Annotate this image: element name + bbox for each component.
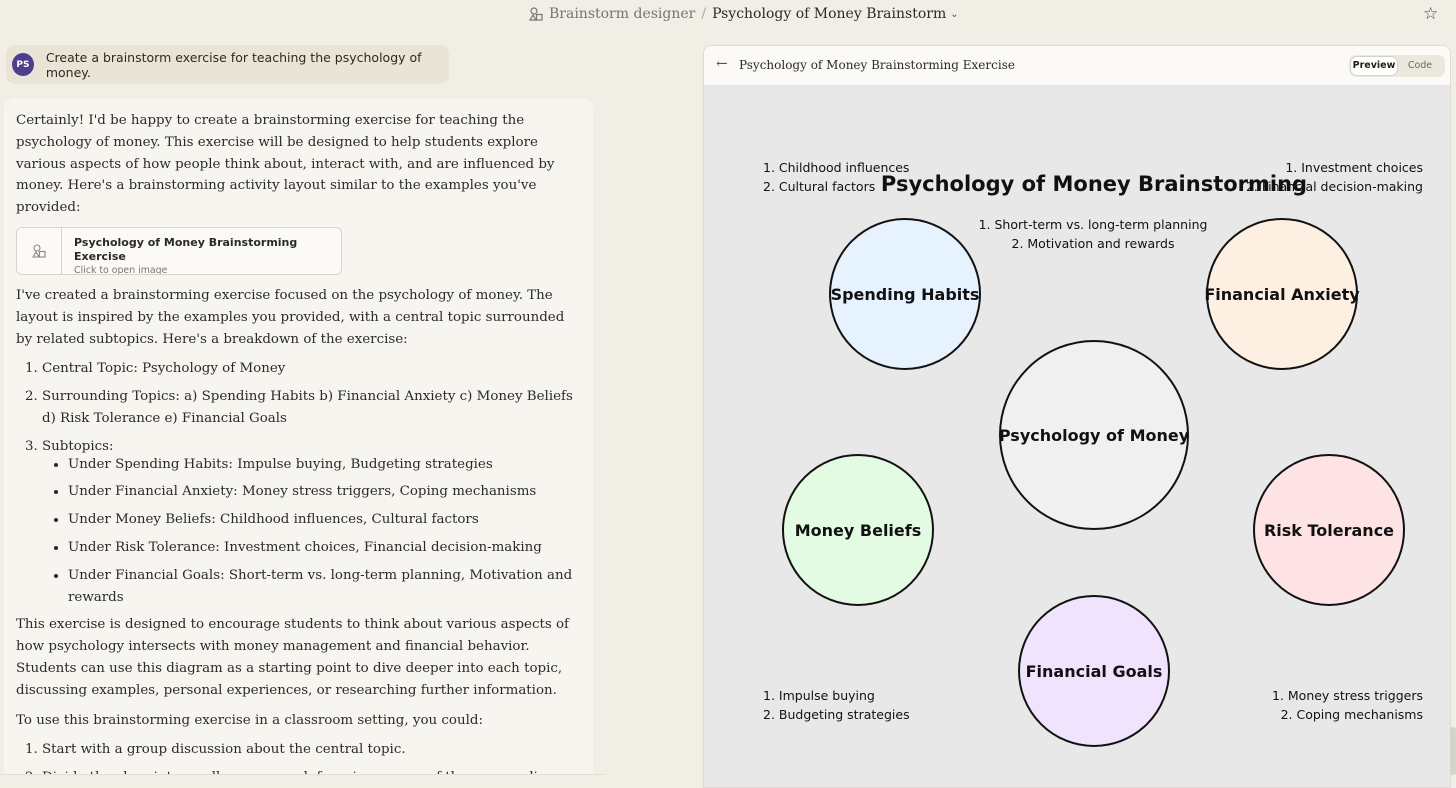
shapes-icon (528, 7, 543, 21)
artifact-icon-cell (17, 227, 63, 274)
subtopic-list: Under Spending Habits: Impulse buying, B… (42, 454, 581, 609)
view-toggle: Preview Code (1349, 55, 1445, 77)
list-item: Start with a group discussion about the … (42, 739, 581, 761)
panel-title: Psychology of Money Brainstorming Exerci… (739, 58, 1015, 72)
list-item: Under Money Beliefs: Childhood influence… (68, 509, 581, 531)
diagram-canvas: Spending Habits Financial Anxiety Psycho… (704, 86, 1450, 787)
list-item: Under Financial Anxiety: Money stress tr… (68, 481, 581, 503)
brainstorm-diagram: Spending Habits Financial Anxiety Psycho… (763, 160, 1423, 747)
note-top-left-2: 2. Cultural factors (763, 179, 875, 194)
breadcrumb-separator: / (701, 6, 707, 22)
assistant-message: Certainly! I'd be happy to create a brai… (4, 98, 593, 788)
reply-intro: Certainly! I'd be happy to create a brai… (16, 113, 555, 216)
topic-circle-money-beliefs (782, 454, 934, 606)
breakdown-list: Central Topic: Psychology of Money Surro… (16, 358, 581, 608)
artifact-subtitle: Click to open image (74, 264, 168, 275)
list-item: Under Financial Goals: Short-term vs. lo… (68, 565, 581, 609)
topic-label-spending-habits: Spending Habits (831, 285, 980, 304)
list-item: Surrounding Topics: a) Spending Habits b… (42, 386, 581, 430)
topic-circle-spending-habits (829, 218, 981, 370)
list-item-label: Subtopics: (42, 438, 114, 454)
topic-label-financial-goals: Financial Goals (1026, 662, 1163, 681)
avatar: PS (12, 53, 34, 76)
note-bottom-left-1: 1. Impulse buying (763, 688, 875, 703)
note-top-right-2: 2. Financial decision-making (1246, 179, 1423, 194)
shapes-icon (32, 244, 46, 258)
breadcrumb-project[interactable]: Brainstorm designer (549, 6, 696, 22)
reply-paragraph-2: I've created a brainstorming exercise fo… (16, 287, 565, 347)
note-top-center-1: 1. Short-term vs. long-term planning (979, 217, 1208, 232)
note-bottom-left-2: 2. Budgeting strategies (763, 707, 910, 722)
list-item: Subtopics: Under Spending Habits: Impuls… (42, 436, 581, 609)
list-item: Under Spending Habits: Impulse buying, B… (68, 454, 581, 476)
note-bottom-right-2: 2. Coping mechanisms (1281, 707, 1423, 722)
tab-code[interactable]: Code (1407, 60, 1433, 71)
star-icon[interactable]: ☆ (1423, 4, 1439, 24)
list-item: Under Risk Tolerance: Investment choices… (68, 537, 581, 559)
center-circle (999, 340, 1189, 530)
list-item: Central Topic: Psychology of Money (42, 358, 581, 380)
artifact-card[interactable]: Psychology of Money Brainstorming Exerci… (16, 226, 342, 275)
note-top-right-1: 1. Investment choices (1285, 160, 1423, 175)
user-message-text: Create a brainstorm exercise for teachin… (45, 49, 422, 80)
artifact-title: Psychology of Money Brainstorming Exerci… (74, 235, 298, 263)
note-top-left-1: 1. Childhood influences (763, 160, 909, 175)
topic-circle-risk-tolerance (1253, 454, 1405, 606)
topic-label-financial-anxiety: Financial Anxiety (1204, 285, 1360, 304)
user-message: PS Create a brainstorm exercise for teac… (6, 45, 449, 84)
chat-title[interactable]: Psychology of Money Brainstorm (712, 6, 947, 22)
diagram-title: Psychology of Money Brainstorming (881, 172, 1307, 196)
note-top-center-2: 2. Motivation and rewards (1012, 236, 1175, 251)
chevron-down-icon[interactable]: ⌄ (950, 8, 959, 20)
artifact-panel: ← Psychology of Money Brainstorming Exer… (703, 45, 1451, 788)
scrollbar[interactable] (1450, 727, 1456, 775)
artifact-text: Psychology of Money Brainstorming Exerci… (62, 228, 341, 274)
note-bottom-right-1: 1. Money stress triggers (1272, 688, 1423, 703)
top-bar: Brainstorm designer / Psychology of Mone… (0, 0, 1456, 32)
topic-label-risk-tolerance: Risk Tolerance (1264, 521, 1394, 540)
topic-circle-financial-goals (1018, 595, 1170, 747)
back-arrow-icon[interactable]: ← (716, 56, 728, 72)
composer-edge (0, 774, 606, 788)
topic-label-money-beliefs: Money Beliefs (795, 521, 922, 540)
panel-header: ← Psychology of Money Brainstorming Exer… (704, 46, 1450, 86)
center-label: Psychology of Money (999, 426, 1190, 445)
tab-preview[interactable]: Preview (1351, 57, 1397, 75)
reply-paragraph-3: This exercise is designed to encourage s… (16, 617, 569, 698)
topic-circle-financial-anxiety (1206, 218, 1358, 370)
reply-paragraph-4: To use this brainstorming exercise in a … (16, 712, 483, 728)
breadcrumb: Brainstorm designer / Psychology of Mone… (528, 6, 959, 22)
